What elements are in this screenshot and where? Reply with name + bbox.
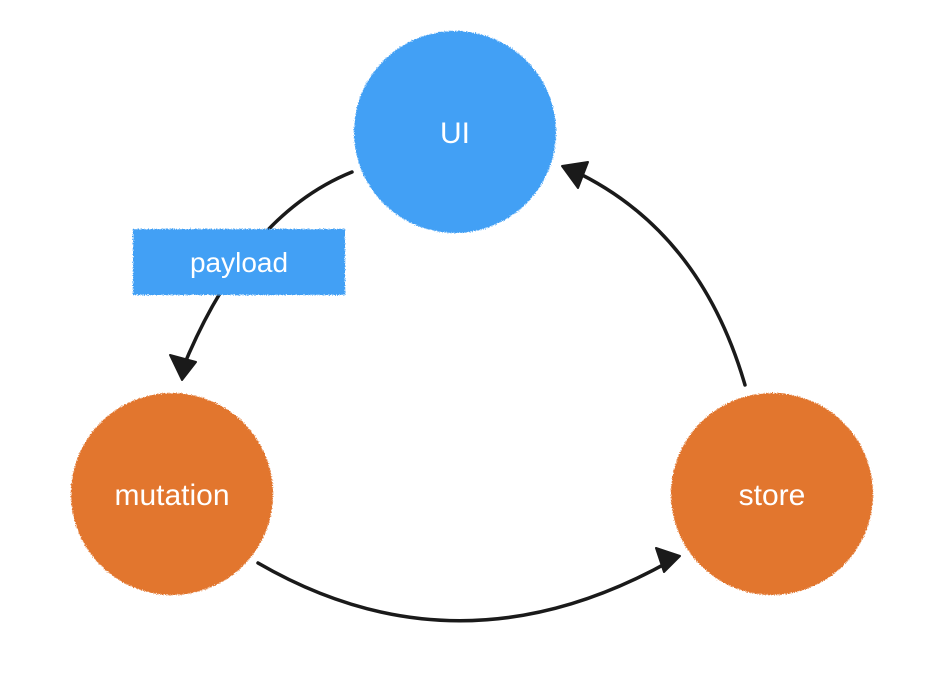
arrowhead-store-icon bbox=[655, 547, 681, 573]
arrowhead-ui-icon bbox=[561, 161, 589, 189]
node-store: store bbox=[671, 393, 873, 595]
payload-tag-label: payload bbox=[190, 247, 288, 278]
node-ui-label: UI bbox=[440, 117, 470, 150]
node-ui: UI bbox=[354, 31, 556, 233]
node-mutation: mutation bbox=[71, 393, 273, 595]
payload-tag-box bbox=[133, 229, 345, 295]
node-ui-circle bbox=[354, 31, 556, 233]
edge-mutation-to-store bbox=[256, 558, 674, 623]
node-mutation-circle bbox=[71, 393, 273, 595]
arrowhead-mutation-icon bbox=[169, 354, 197, 381]
payload-tag: payload bbox=[133, 229, 345, 295]
node-store-circle bbox=[671, 393, 873, 595]
node-mutation-label: mutation bbox=[114, 479, 229, 512]
edge-store-to-ui bbox=[570, 168, 747, 387]
node-store-label: store bbox=[739, 479, 806, 512]
